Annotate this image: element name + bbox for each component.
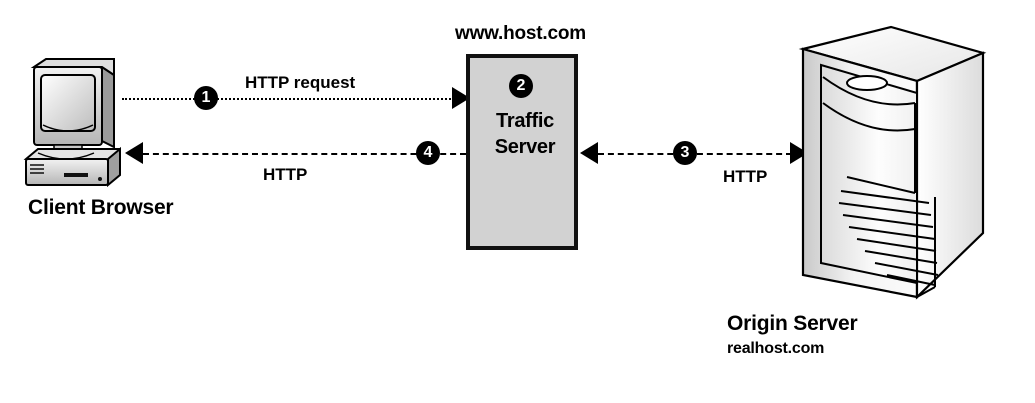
traffic-server-label-line2: Server (494, 136, 556, 158)
step-badge-3: 3 (673, 141, 697, 165)
flow-3-arrowhead-left (580, 142, 598, 164)
origin-hostname-label: realhost.com (727, 340, 825, 357)
flow-3-label: HTTP (723, 167, 768, 186)
step-badge-4: 4 (416, 141, 440, 165)
step-badge-2: 2 (509, 74, 533, 98)
flow-1-arrowhead (452, 87, 470, 109)
flow-1-label: HTTP request (245, 73, 356, 92)
origin-server-icon (795, 25, 1025, 325)
flow-4-line (143, 153, 466, 155)
flow-4-arrowhead (125, 142, 143, 164)
flow-1-line (122, 98, 466, 100)
step-badge-1: 1 (194, 86, 218, 110)
origin-server-label: Origin Server (727, 312, 858, 335)
client-label: Client Browser (28, 196, 174, 219)
traffic-server-label-line1: Traffic (496, 110, 554, 132)
flow-4-label: HTTP (263, 165, 308, 184)
proxy-hostname-label: www.host.com (455, 23, 586, 44)
client-computer-icon (20, 55, 140, 190)
